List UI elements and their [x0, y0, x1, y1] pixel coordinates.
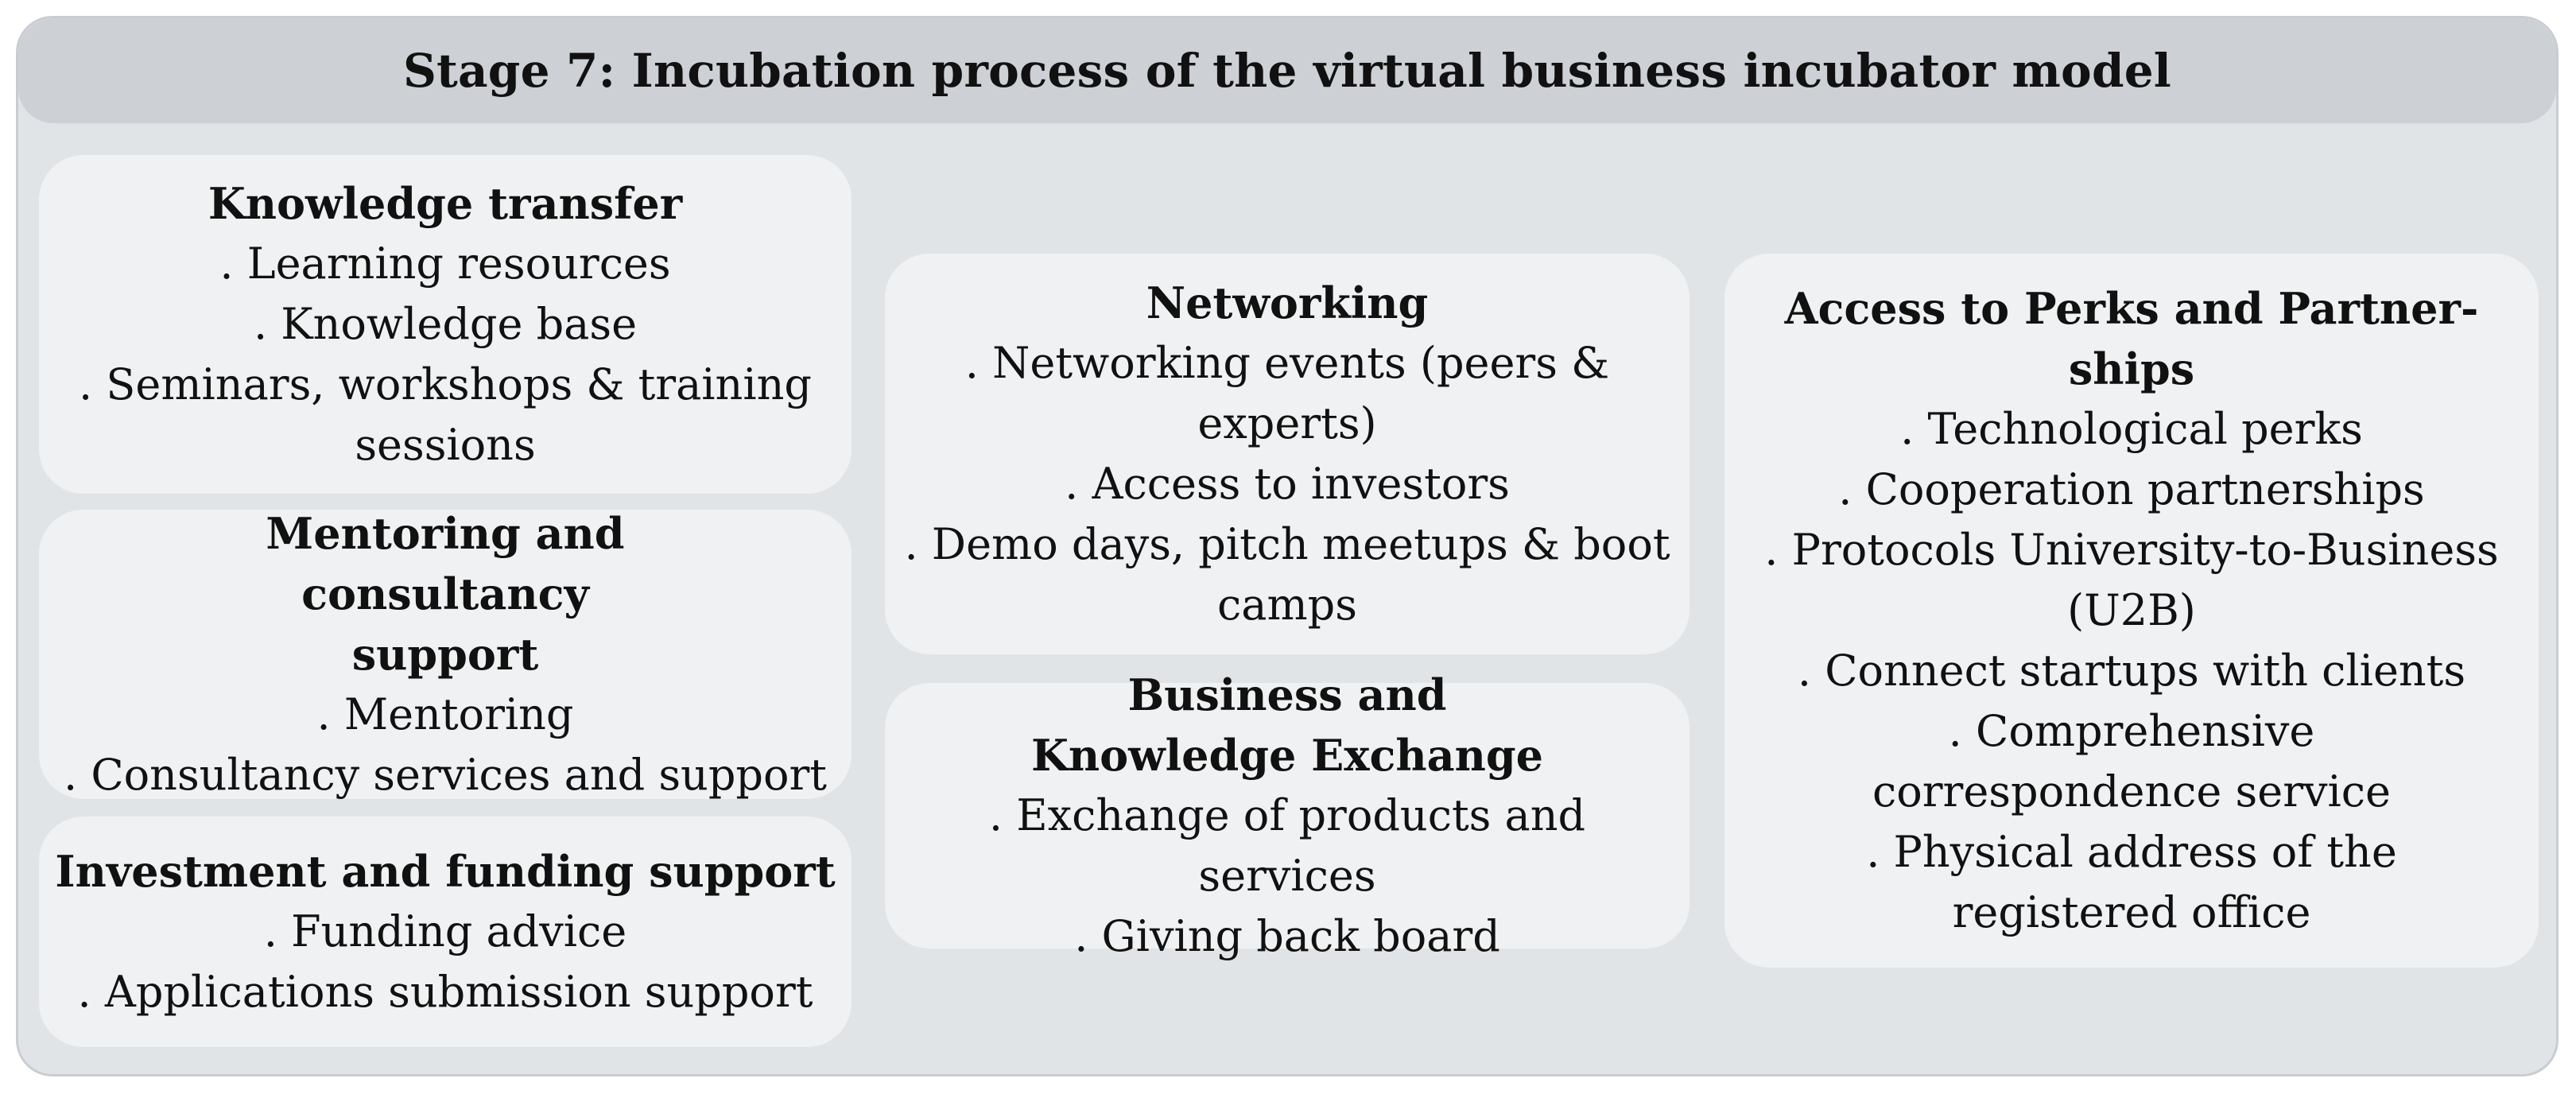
title-bar: Stage 7: Incubation process of the virtu…	[18, 18, 2556, 123]
box-investment-funding: Investment and funding support Funding a…	[39, 817, 852, 1047]
list-item: Knowledge base	[254, 294, 637, 355]
list-item: Learning resources	[219, 234, 671, 294]
box-heading: Mentoring and consultancy support	[266, 508, 625, 680]
box-networking: Networking Networking events (peers & ex…	[885, 254, 1690, 654]
list-item: Seminars, workshops & training sessions	[50, 355, 840, 475]
list-item: Cooperation partnerships	[1838, 460, 2425, 520]
box-mentoring-consultancy: Mentoring and consultancy support Mentor…	[39, 508, 852, 800]
box-perks-partnerships: Access to Perks and Partner-ships Techno…	[1724, 254, 2539, 968]
box-heading: Networking	[1146, 277, 1429, 328]
list-item: Physical address of the registered offic…	[1736, 822, 2528, 943]
incubation-stage-panel: Stage 7: Incubation process of the virtu…	[16, 16, 2559, 1077]
box-heading: Investment and funding support	[55, 846, 836, 897]
list-item: Mentoring	[316, 685, 574, 745]
list-item: Comprehensive correspondence service	[1736, 701, 2528, 822]
list-item: Networking events (peers & experts)	[896, 333, 1678, 454]
list-item: Funding advice	[264, 902, 627, 962]
list-item: Technological perks	[1900, 399, 2362, 460]
list-item: Giving back board	[1074, 906, 1500, 967]
list-item: Connect startups with clients	[1798, 641, 2465, 701]
box-heading: Knowledge transfer	[208, 178, 683, 229]
list-item: Demo days, pitch meetups & boot camps	[896, 514, 1678, 635]
diagram-title: Stage 7: Incubation process of the virtu…	[402, 44, 2172, 98]
list-item: Access to investors	[1065, 454, 1509, 514]
box-knowledge-transfer: Knowledge transfer Learning resources Kn…	[39, 155, 852, 494]
list-item: Consultancy services and support	[64, 745, 827, 805]
box-heading: Access to Perks and Partner-ships	[1784, 283, 2479, 394]
list-item: Exchange of products and services	[896, 786, 1678, 906]
box-business-knowledge-exchange: Business and Knowledge Exchange Exchange…	[885, 669, 1690, 961]
box-heading: Business and Knowledge Exchange	[1030, 669, 1544, 781]
list-item: Applications submission support	[78, 962, 813, 1022]
list-item: Protocols University-to-Business (U2B)	[1736, 520, 2528, 641]
